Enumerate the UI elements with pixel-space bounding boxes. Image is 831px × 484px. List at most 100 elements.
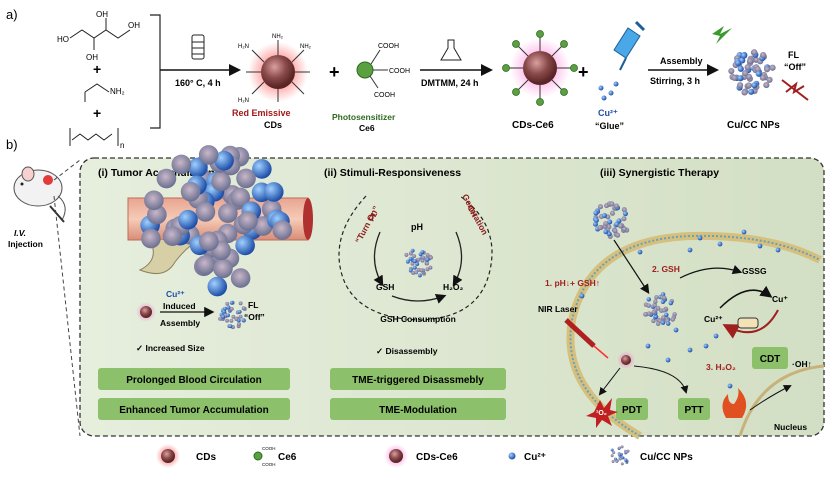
cluster-particle — [742, 70, 749, 77]
cluster-particle — [425, 261, 429, 266]
cluster-particle — [231, 314, 236, 319]
step-ph-label: 1. pH↓+ GSH↑ — [545, 278, 600, 288]
vessel-nanoparticles — [140, 145, 293, 297]
increased-size-note: ✓ Increased Size — [136, 343, 205, 353]
cluster-particle — [646, 297, 652, 302]
cluster-particle — [412, 265, 417, 270]
cluster-particle — [428, 265, 433, 270]
cu-label: Cu²⁺ — [598, 108, 618, 118]
cu-ion-dot — [717, 241, 723, 247]
cluster-particle — [609, 210, 615, 216]
cluster-particle — [225, 301, 230, 306]
nucleus-arrow — [749, 385, 792, 411]
cluster-particle — [222, 309, 227, 314]
legend-ce6-cooh-b: COOH — [262, 462, 276, 467]
injection-label: Injection — [8, 239, 43, 249]
cluster-particle — [612, 228, 618, 234]
disassembly-note: ✓ Disassembly — [376, 346, 438, 356]
cluster-particle — [178, 209, 198, 230]
cluster-particle — [226, 305, 231, 310]
benefit-box-1 — [98, 368, 290, 390]
mouse-icon — [13, 166, 66, 223]
cluster-particle — [672, 312, 677, 317]
cluster-particle — [412, 259, 417, 264]
cluster-particle — [419, 268, 424, 273]
reactant-bracket — [150, 14, 161, 129]
cluster-particle — [415, 262, 420, 266]
cluster-particle — [655, 305, 661, 311]
cluster-particle — [198, 145, 219, 165]
ptt-arrow — [633, 365, 689, 394]
cluster-particle — [211, 171, 231, 192]
cluster-particle — [410, 261, 415, 266]
cd-nh2-right: NH₂ — [300, 44, 312, 50]
cluster-particle — [417, 273, 422, 278]
gssg-label: GSSG — [742, 266, 767, 276]
cluster-particle — [162, 226, 183, 246]
assembled-np — [218, 300, 247, 330]
cluster-particle — [737, 65, 744, 72]
cluster-particle — [414, 270, 419, 275]
chem-nh2-formamide: NH₂ — [110, 87, 125, 96]
legend-ce6-cooh-a: COOH — [262, 446, 276, 451]
cluster-particle — [741, 89, 748, 96]
cluster-particle — [610, 448, 614, 452]
scattered-cu-ions — [579, 229, 781, 389]
cu1-label: Cu⁺ — [772, 294, 788, 304]
cluster-particle — [728, 67, 735, 75]
cluster-particle — [661, 295, 667, 301]
cluster-particle — [425, 257, 430, 262]
cu-ion-dot — [673, 327, 679, 333]
cluster-particle — [237, 309, 242, 314]
cluster-particle — [763, 82, 770, 89]
ce6-cooh-2: COOH — [389, 68, 410, 75]
polymer-n-label: n — [120, 141, 124, 150]
cluster-particle — [411, 270, 416, 275]
legend-ce6-icon — [253, 451, 263, 461]
off-label: “Off” — [784, 62, 806, 72]
pdt-box — [616, 398, 648, 420]
cluster-particle — [593, 210, 599, 216]
cluster-particle — [665, 321, 671, 326]
cu-ion-dot — [775, 247, 781, 253]
cluster-particle — [611, 460, 615, 464]
cds-ce6-small — [136, 302, 156, 322]
cluster-particle — [653, 299, 658, 304]
cluster-particle — [207, 276, 228, 297]
cluster-particle — [668, 300, 674, 306]
iv-label: I.V. — [14, 228, 26, 238]
chem-oh-label: OH — [96, 10, 108, 19]
cds-ce6-particle — [502, 30, 578, 106]
cluster-particle — [610, 454, 614, 458]
step3-assembly: Assembly — [660, 56, 703, 66]
legend-cu-icon — [508, 452, 516, 460]
gsh-label: GSH — [376, 282, 394, 292]
cluster-particle — [230, 187, 251, 208]
nir-label: NIR Laser — [538, 304, 578, 314]
fl-label-b: FL — [248, 300, 258, 310]
assembly-label: Assembly — [160, 318, 200, 328]
cluster-particle — [420, 258, 425, 263]
stimuli-cycle — [338, 195, 493, 321]
cluster-particle — [625, 450, 629, 454]
ce6-label: Ce6 — [359, 123, 375, 133]
panel-a-label: a) — [6, 7, 18, 22]
off-label-b: “Off” — [244, 312, 265, 322]
cu-ion-dot — [741, 229, 747, 235]
cluster-particle — [195, 255, 216, 275]
cluster-particle — [737, 75, 744, 82]
h2o2-label: H₂O₂ — [443, 282, 464, 292]
citric-acid-structure — [69, 18, 131, 50]
legend: CDs COOH COOH Ce6 CDs-Ce6 Cu²⁺ Cu/CC NPs — [156, 444, 693, 468]
cluster-particle — [141, 228, 161, 249]
cluster-particle — [229, 318, 234, 323]
cluster-particle — [225, 318, 230, 323]
cu-ion-dot — [757, 243, 763, 249]
cu-induced-label: Cu²⁺ — [166, 289, 185, 299]
cds-ce6-label: CDs-Ce6 — [512, 120, 554, 131]
cluster-particle — [624, 458, 628, 462]
cu-cc-nps-cluster — [728, 49, 776, 96]
central-np — [404, 248, 433, 278]
plus-sign-2: + — [93, 105, 101, 121]
